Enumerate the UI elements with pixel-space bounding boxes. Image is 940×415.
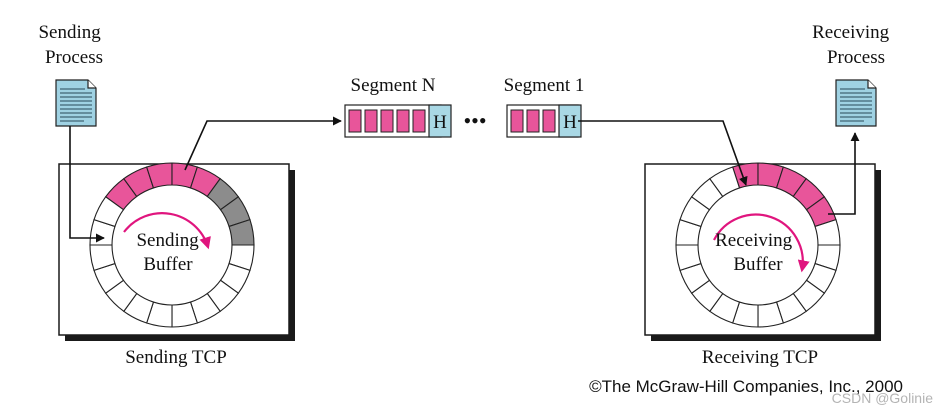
buffer-slot-empty	[93, 196, 125, 228]
receiving-buffer-label: Receiving Buffer	[715, 230, 797, 275]
copyright-text: ©The McGraw-Hill Companies, Inc., 2000	[589, 377, 903, 396]
receiving-process-label: Receiving Process	[812, 22, 894, 68]
segment-data-cell	[412, 109, 426, 133]
segment-header-label: H	[433, 112, 447, 133]
segment-n-label: Segment N	[351, 75, 436, 96]
segment-ellipsis: •••	[463, 108, 486, 133]
segment-data-cell	[526, 109, 540, 133]
document-icon	[835, 79, 877, 127]
segment-data-cell	[542, 109, 556, 133]
receiving-buffer-to-process-arrow	[828, 132, 860, 215]
sending-buffer-label: Sending Buffer	[136, 230, 203, 275]
document-icon	[55, 79, 97, 127]
segment-header-cell	[428, 104, 452, 138]
segment-1-label: Segment 1	[504, 75, 585, 96]
sending-process-to-buffer-arrow	[69, 126, 105, 243]
sending-process-label: Sending Process	[38, 22, 105, 68]
sending-tcp-label: Sending TCP	[125, 347, 227, 368]
sending-buffer-rotation-arrow	[123, 212, 211, 250]
receiving-buffer-rotation-arrow	[713, 213, 810, 273]
buffer-slot-empty	[709, 166, 741, 198]
segment-data-cell	[396, 109, 410, 133]
segment-1: H	[506, 104, 582, 138]
segment-header-label: H	[563, 112, 577, 133]
segment-data-cell	[380, 109, 394, 133]
segment-data-cell	[364, 109, 378, 133]
segment-n: H	[344, 104, 452, 138]
buffer-to-segment-n-arrow	[184, 116, 342, 171]
segment-data-cell	[510, 109, 524, 133]
csdn-watermark: CSDN @Golinie	[832, 390, 934, 406]
receiving-buffer-ring	[675, 162, 841, 328]
receiving-tcp-label: Receiving TCP	[702, 347, 818, 368]
segment-1-to-receiving-buffer-arrow	[578, 120, 748, 186]
sending-buffer-ring	[89, 162, 255, 328]
segment-data-cell	[348, 109, 362, 133]
